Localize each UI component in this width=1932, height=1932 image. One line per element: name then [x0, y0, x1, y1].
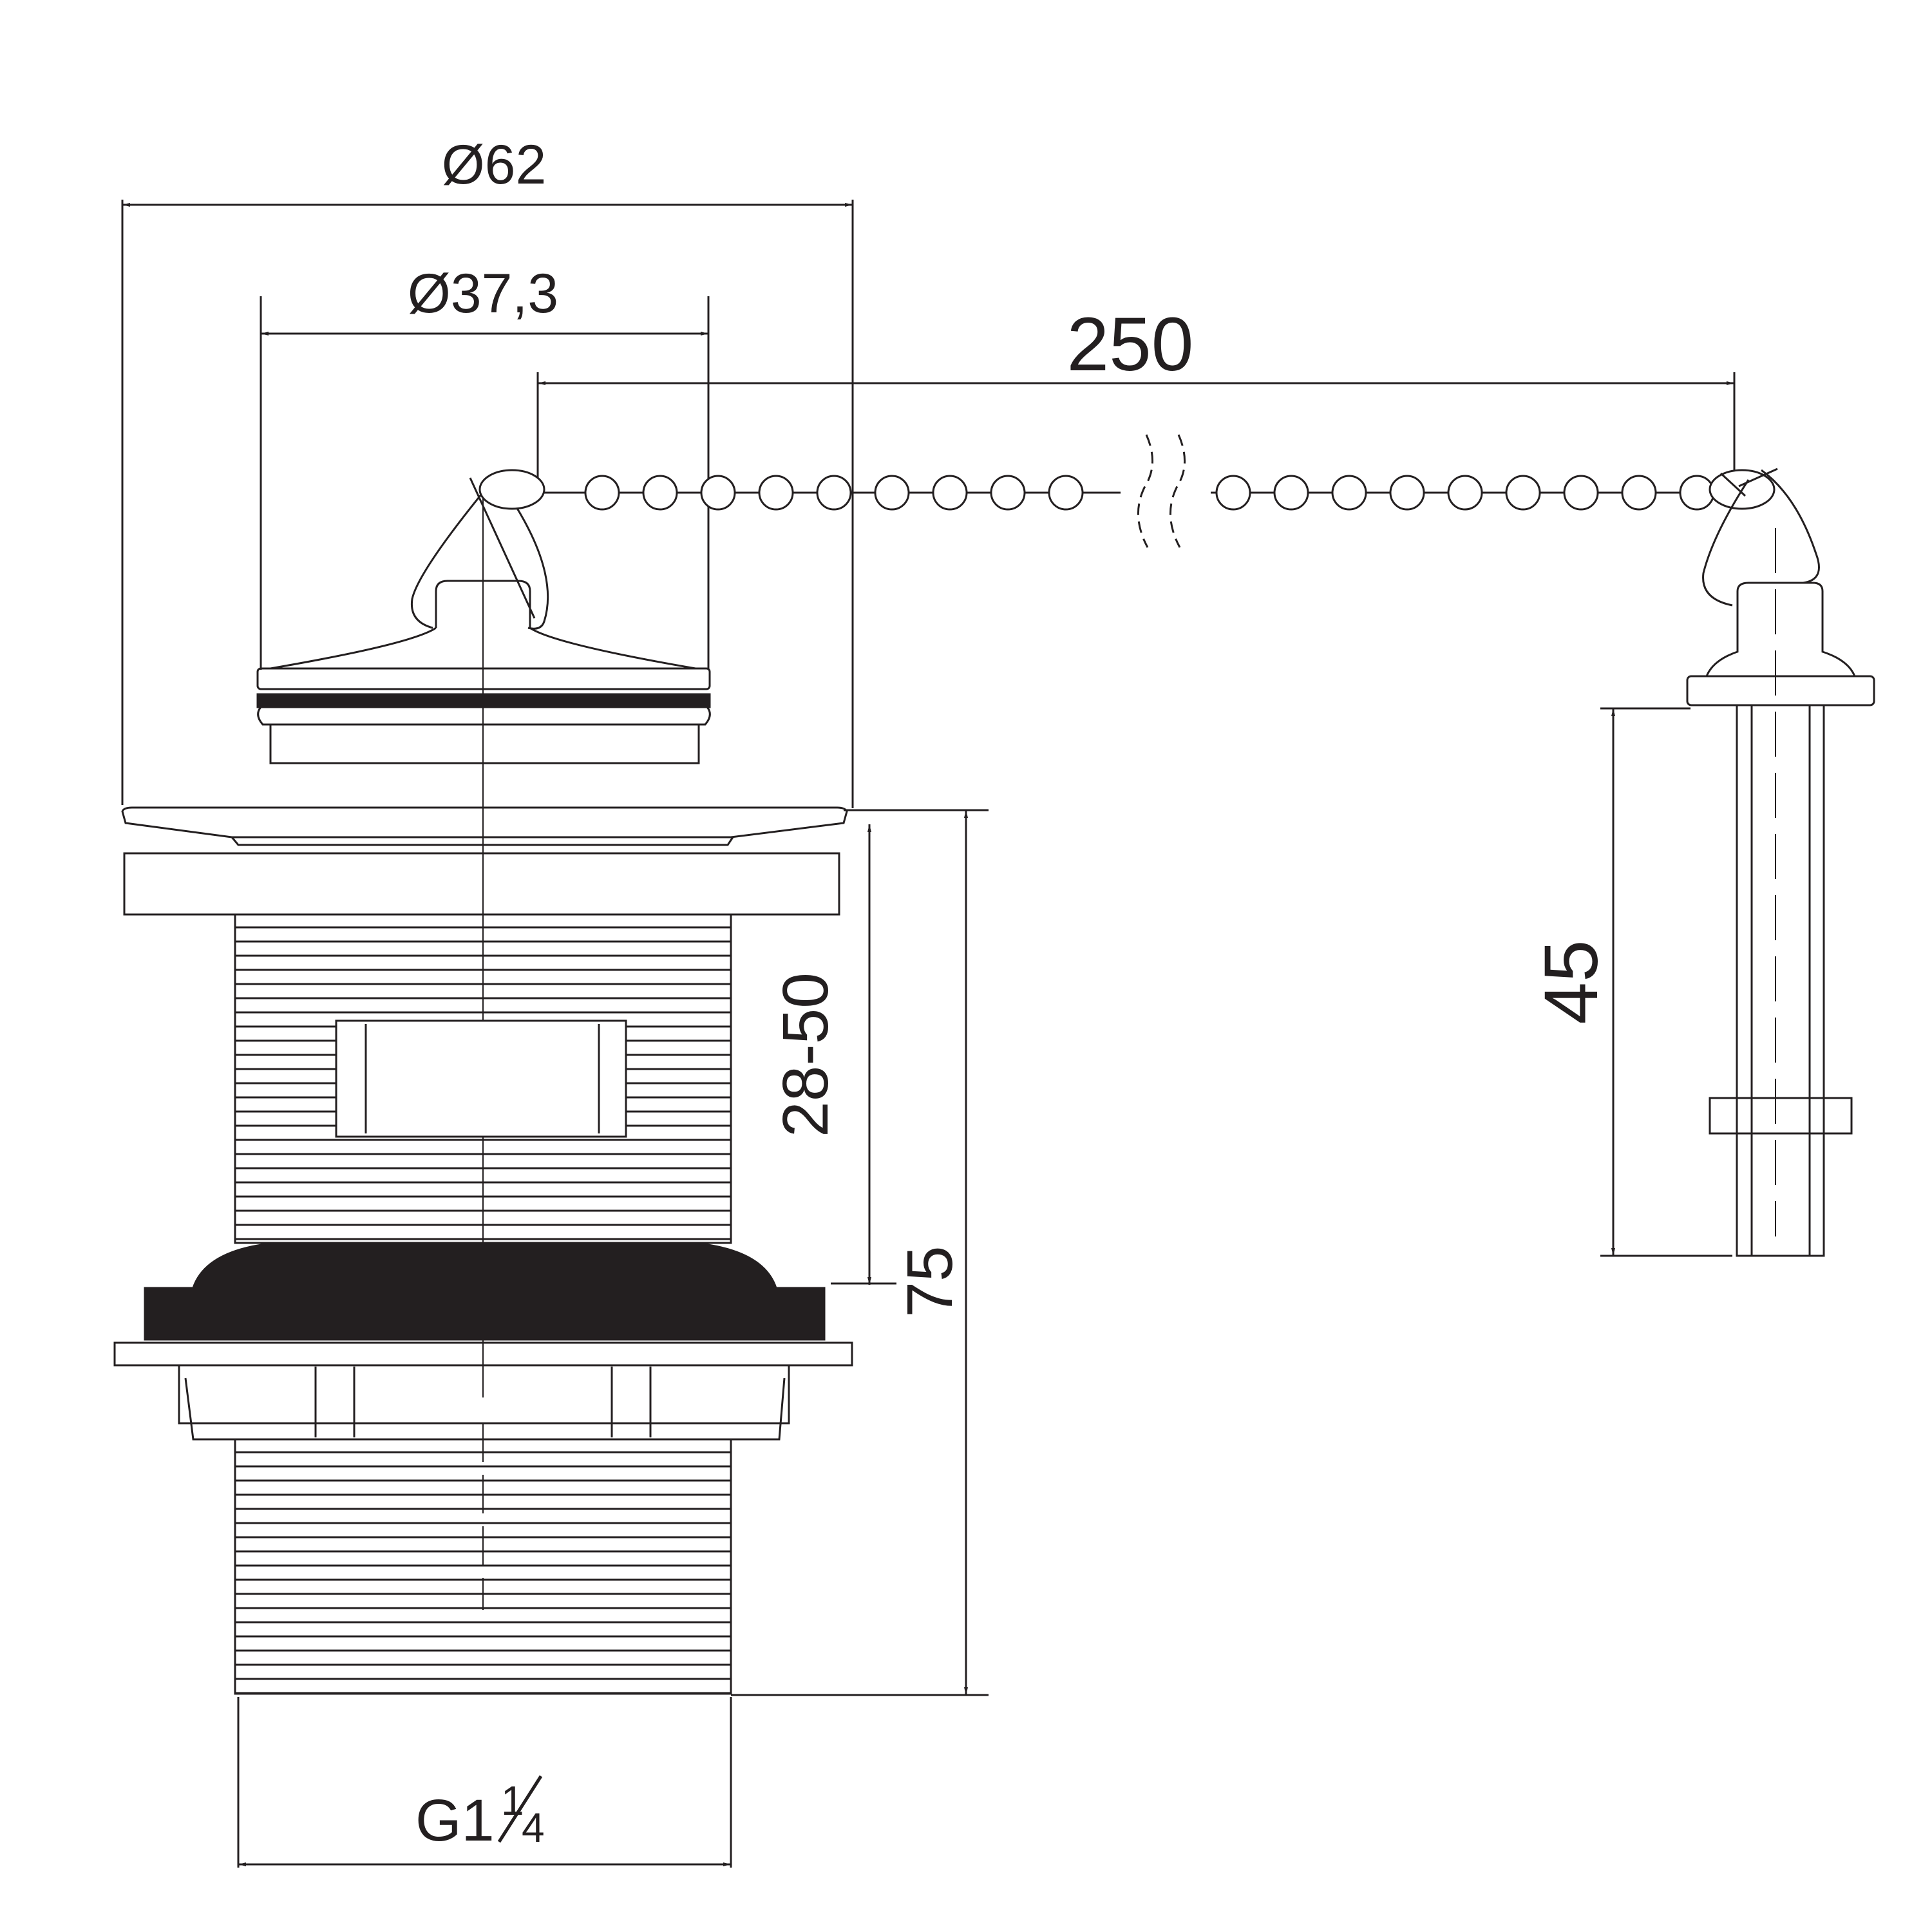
chain-ball: [758, 475, 794, 511]
chain-ball: [816, 475, 852, 511]
chain-end-ring: [478, 469, 545, 510]
chain-ball: [1679, 475, 1715, 511]
chain-ball: [1215, 475, 1251, 511]
chain-ball: [932, 475, 968, 511]
thread-main: G1: [415, 1788, 495, 1853]
dim-plug-diameter: Ø37,3: [408, 263, 558, 325]
overflow-pin: [1686, 468, 1875, 1257]
ball-chain: [478, 469, 1776, 511]
dim-total-height: 75: [894, 1245, 966, 1317]
chain-ball: [642, 475, 678, 511]
dimension-lines: [121, 200, 1736, 1868]
chain-ball: [1331, 475, 1367, 511]
chain-ball: [990, 475, 1026, 511]
chain-ball: [1389, 475, 1425, 511]
dim-clamp-range: 28-50: [770, 972, 842, 1137]
dim-chain-length: 250: [1067, 302, 1194, 387]
dim-thread-size: G1 1 4: [415, 1775, 545, 1853]
chain-break-mark: [1137, 434, 1186, 548]
thread-fraction-slash: [497, 1775, 543, 1843]
chain-ball: [1048, 475, 1084, 511]
thread-fraction-top: 1: [501, 1777, 524, 1824]
waste-body: [113, 806, 853, 1695]
chain-ball: [700, 475, 736, 511]
chain-ball: [1273, 475, 1309, 511]
chain-ball: [874, 475, 910, 511]
chain-ball: [1447, 475, 1483, 511]
chain-ball: [1621, 475, 1657, 511]
chain-ball: [1505, 475, 1541, 511]
chain-ball: [584, 475, 620, 511]
dim-pin-length: 45: [1529, 940, 1614, 1024]
dim-flange-diameter: Ø62: [442, 134, 547, 196]
center-lines: [482, 489, 1776, 1610]
chain-ball: [1563, 475, 1599, 511]
plug-stopper: [256, 476, 711, 764]
thread-fraction-bottom: 4: [522, 1804, 545, 1851]
